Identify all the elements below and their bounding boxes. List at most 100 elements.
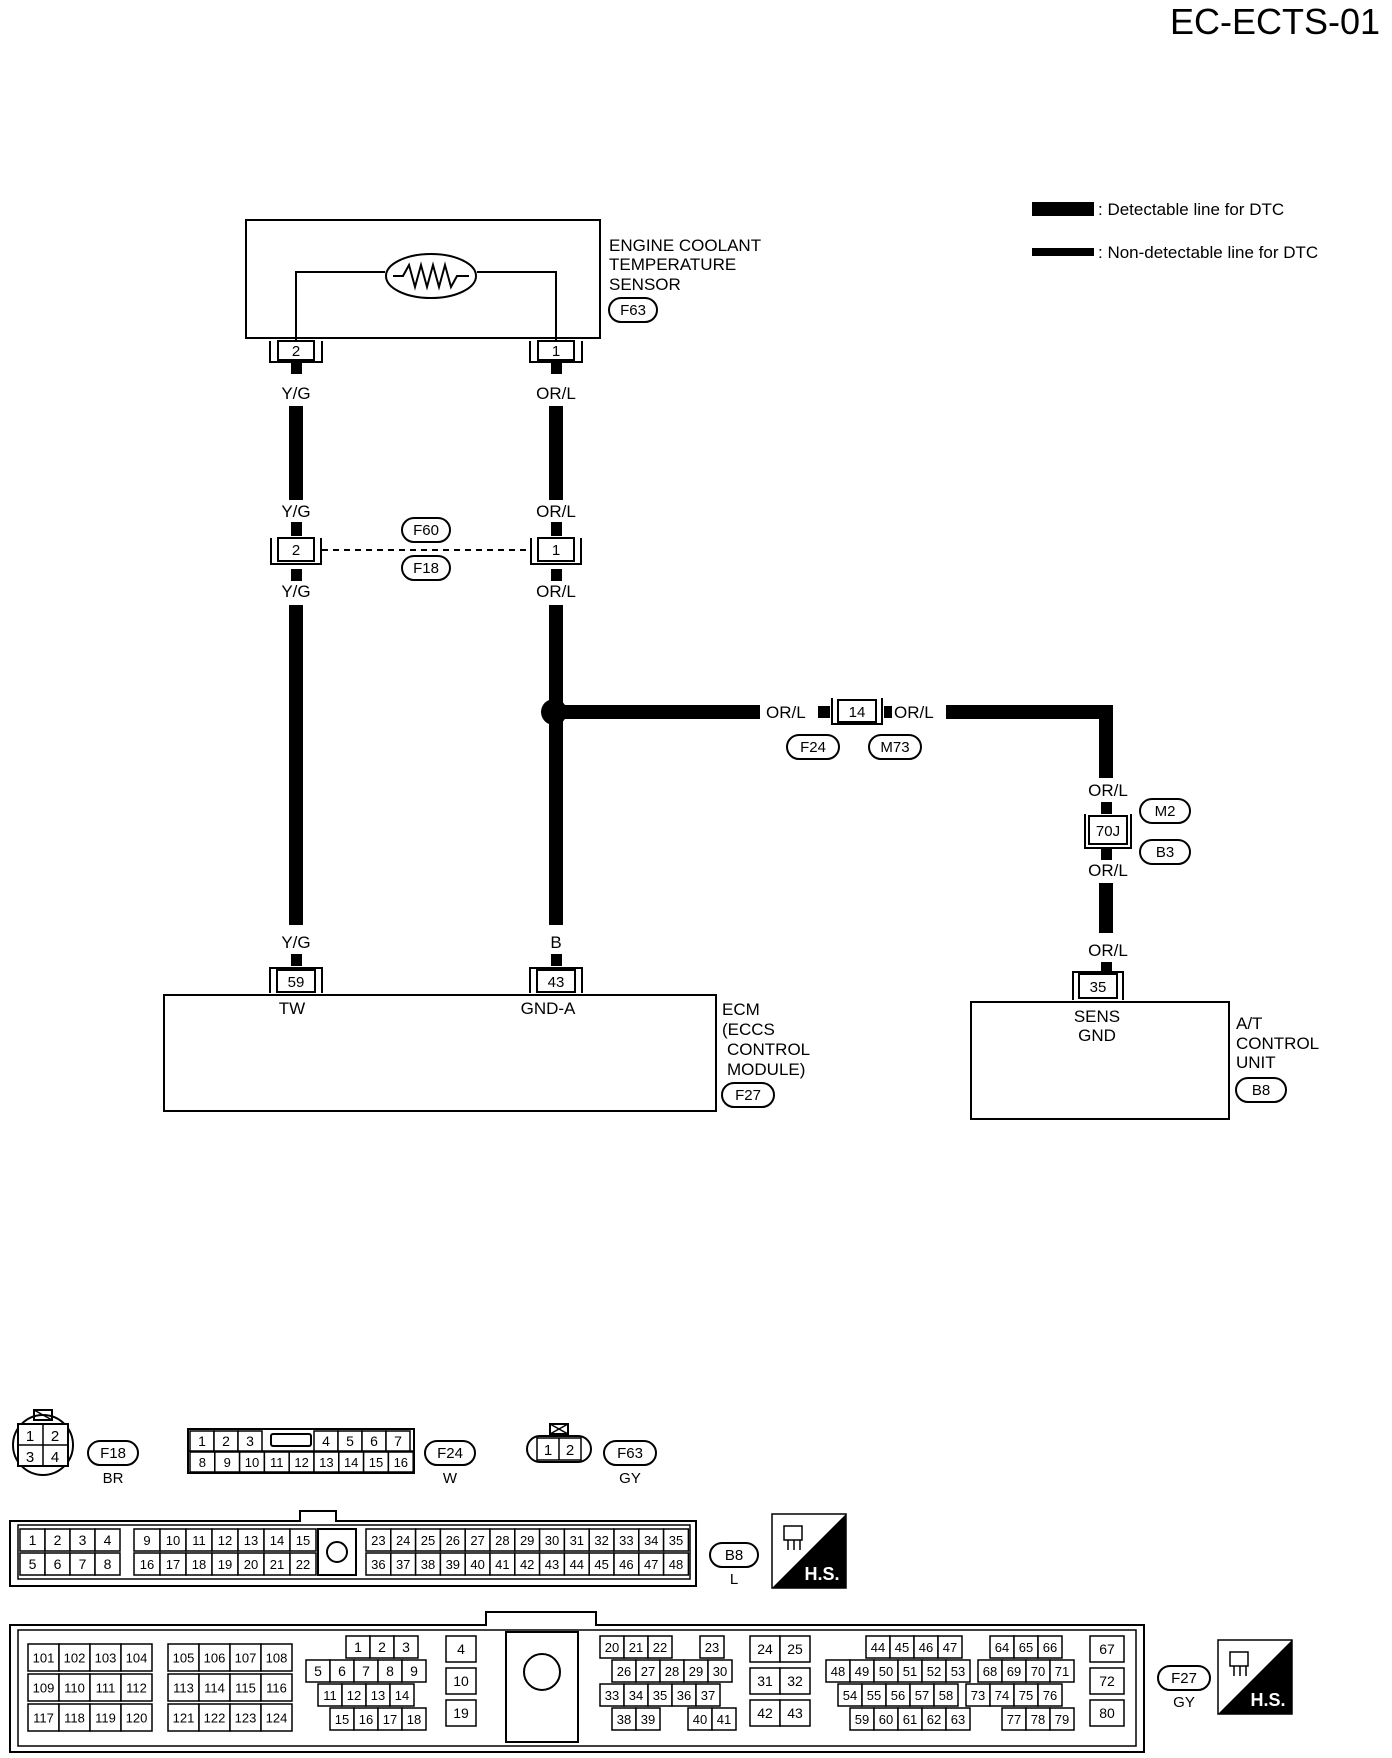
f24-pin-14: 14 (344, 1455, 358, 1470)
f27-pin-123-cell (229, 1703, 262, 1732)
b8-pin-46: 46 (619, 1557, 633, 1572)
f27-pin-80: 80 (1099, 1705, 1115, 1721)
f27-pin-117-cell (27, 1703, 60, 1732)
f27-pin-32: 32 (787, 1673, 803, 1689)
f27-pin-75: 75 (1019, 1688, 1033, 1703)
f27-tag-text: F27 (1171, 1670, 1197, 1687)
f27-pin-23-cell (699, 1635, 725, 1659)
b8-pin-31: 31 (570, 1533, 584, 1548)
f18-pin-2: 2 (51, 1428, 59, 1445)
f27-pin-52: 52 (927, 1664, 941, 1679)
f27-pin-66: 66 (1043, 1640, 1057, 1655)
f27-pin-18-cell (401, 1707, 427, 1731)
f18-pin-1: 1 (26, 1428, 34, 1445)
f63-pin-1: 1 (544, 1442, 552, 1459)
f27-pin-26: 26 (617, 1664, 631, 1679)
connector-tag-f24-text: F24 (800, 739, 826, 756)
b8-pin-26: 26 (446, 1533, 460, 1548)
wire-label-orl-5: OR/L (894, 703, 934, 722)
ecm-name-line2: (ECCS (722, 1020, 775, 1039)
f24-pin-10: 10 (245, 1455, 259, 1470)
connector-tag-m73 (868, 734, 922, 760)
b8-pin-47: 47 (644, 1557, 658, 1572)
f27-pin-2: 2 (378, 1639, 386, 1655)
f27-pin-79-cell (1049, 1707, 1075, 1731)
f27-pin-10: 10 (453, 1673, 469, 1689)
f27-pin-104-cell (120, 1643, 153, 1672)
b8-pin-42: 42 (520, 1557, 534, 1572)
f27-pin-120-cell (120, 1703, 153, 1732)
f27-pin-9-cell (401, 1659, 427, 1683)
connector-tag-f27 (721, 1082, 775, 1108)
f27-pin-121: 121 (173, 1711, 195, 1726)
f27-pin-22: 22 (653, 1640, 667, 1655)
f27-pin-30: 30 (713, 1664, 727, 1679)
f27-pin-122: 122 (204, 1711, 226, 1726)
b8-pin-4: 4 (104, 1532, 112, 1548)
f27-pin-111: 111 (96, 1681, 116, 1696)
b8-pin-6: 6 (54, 1556, 62, 1572)
f27-pin-4: 4 (457, 1641, 465, 1657)
b8-pin-27: 27 (470, 1533, 484, 1548)
b8-pin-44: 44 (570, 1557, 584, 1572)
f27-pin-40: 40 (693, 1712, 707, 1727)
f24-pin-5: 5 (346, 1433, 354, 1449)
f27-pin-24: 24 (757, 1641, 773, 1657)
f27-pin-63: 63 (951, 1712, 965, 1727)
f27-pin-25-cell (779, 1635, 811, 1663)
f27-pin-37: 37 (701, 1688, 715, 1703)
ecm-name-line3: CONTROL (727, 1040, 810, 1059)
f27-pin-111-cell (89, 1673, 122, 1702)
ecm-label-tw: TW (279, 999, 305, 1018)
connector-face-f63: 1 2 F63 GY (526, 1423, 657, 1487)
b8-pin-21: 21 (270, 1557, 284, 1572)
f27-pin-53-cell (945, 1659, 971, 1683)
b8-pin-20: 20 (244, 1557, 258, 1572)
f27-pin-104: 104 (126, 1651, 148, 1666)
f27-pin-72-cell (1089, 1667, 1125, 1695)
f27-pin-124-cell (260, 1703, 293, 1732)
f27-pin-14: 14 (395, 1688, 409, 1703)
f27-pin-106-cell (198, 1643, 231, 1672)
b8-pin-48-cell (662, 1552, 690, 1576)
f24-pin-1: 1 (198, 1433, 206, 1449)
f27-pin-107: 107 (235, 1651, 257, 1666)
f27-pin-119-cell (89, 1703, 122, 1732)
b8-pin-9: 9 (143, 1533, 150, 1548)
b8-pin-48: 48 (669, 1557, 683, 1572)
legend-non-detectable-text: : Non-detectable line for DTC (1098, 243, 1318, 262)
connector-tag-m2 (1139, 798, 1191, 824)
f27-pin-39-cell (635, 1707, 661, 1731)
f27-pin-115-cell (229, 1673, 262, 1702)
b8-pin-18: 18 (192, 1557, 206, 1572)
f27-pin-3-cell (393, 1635, 419, 1659)
f27-pin-47: 47 (943, 1640, 957, 1655)
f27-pin-48: 48 (831, 1664, 845, 1679)
b8-pin-19: 19 (218, 1557, 232, 1572)
f27-pin-74: 74 (995, 1688, 1009, 1703)
connector-tag-f27-text: F27 (735, 1087, 761, 1104)
b8-pin-36: 36 (371, 1557, 385, 1572)
f63-pin-2: 2 (566, 1442, 574, 1459)
f27-pin-56: 56 (891, 1688, 905, 1703)
f24-pin-7: 7 (394, 1433, 402, 1449)
coolant-temp-sensor: ENGINE COOLANT TEMPERATURE SENSOR F63 (245, 219, 761, 340)
f27-pin-70: 70 (1031, 1664, 1045, 1679)
f27-pin-76-cell (1037, 1683, 1063, 1707)
b8-pin-30: 30 (545, 1533, 559, 1548)
f27-pin-76: 76 (1043, 1688, 1057, 1703)
f24-color-text: W (443, 1470, 458, 1487)
b8-hs-text: H.S. (804, 1564, 839, 1584)
f27-pin-79: 79 (1055, 1712, 1069, 1727)
b8-pin-43: 43 (545, 1557, 559, 1572)
f27-pin-15: 15 (335, 1712, 349, 1727)
f27-pin-58: 58 (939, 1688, 953, 1703)
ecm-box (163, 994, 717, 1112)
b8-pin-33: 33 (619, 1533, 633, 1548)
atcu-label-gnd: GND (1078, 1026, 1116, 1045)
inline-connector-14-text: 14 (849, 704, 866, 721)
wire-label-b: B (550, 933, 561, 952)
sensor-pin-1-text: 1 (552, 343, 560, 360)
wire-label-orl-7: OR/L (1088, 861, 1128, 880)
